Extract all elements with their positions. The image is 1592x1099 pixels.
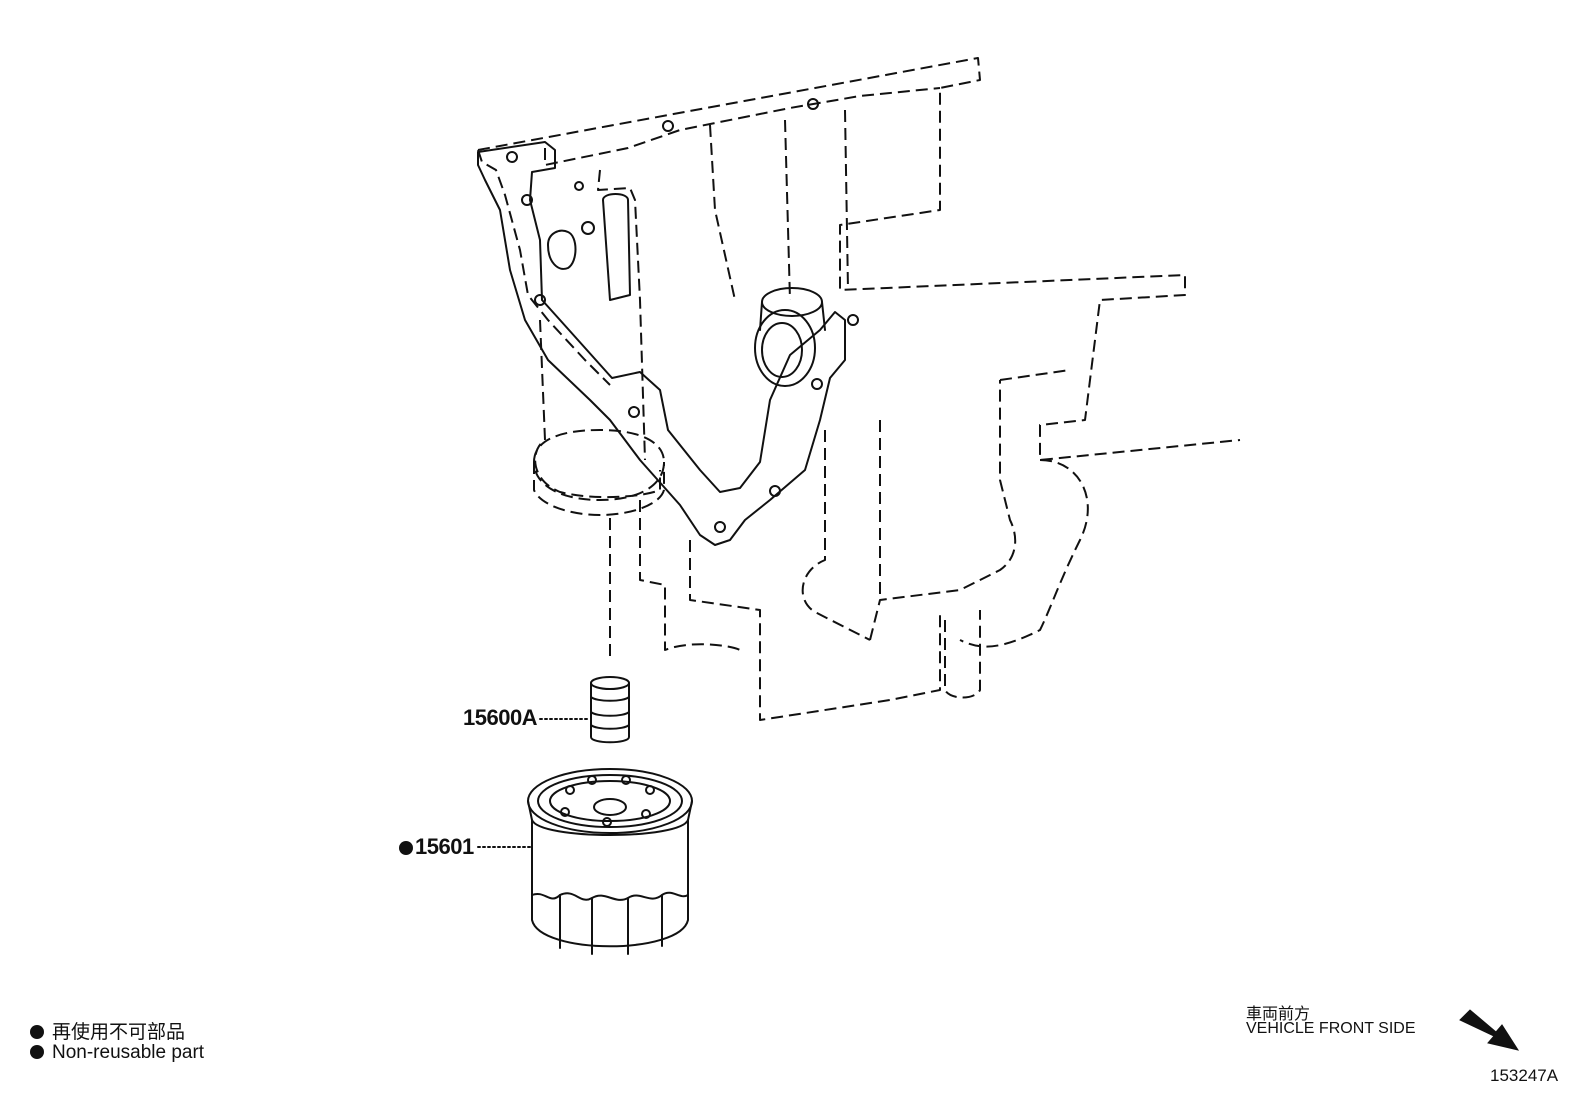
legend-line-en: Non-reusable part	[30, 1042, 204, 1064]
oil-filter-15601	[477, 768, 693, 955]
figure-code: 153247A	[1490, 1066, 1559, 1085]
filter-mount-flange	[533, 429, 665, 516]
legend-line-jp: 再使用不可部品	[30, 1017, 185, 1044]
legend-text-jp: 再使用不可部品	[52, 1022, 186, 1043]
callout-15600A: 15600A	[463, 705, 538, 730]
orientation-label-jp: 車両前方	[1246, 1006, 1311, 1023]
callout-15601: 15601	[415, 834, 474, 859]
orientation-label-en: VEHICLE FRONT SIDE	[1246, 1020, 1416, 1037]
callout-15601-group: 15601	[399, 834, 474, 860]
non-reusable-dot-icon	[399, 841, 413, 855]
engine-block-outline	[477, 57, 1241, 721]
arrow-down-right-icon	[1459, 1009, 1520, 1051]
legend-dot-icon	[30, 1025, 44, 1039]
union-fitting-15600A	[539, 518, 630, 744]
oil-pump-body	[477, 98, 859, 546]
legend-text-en: Non-reusable part	[52, 1042, 205, 1063]
legend-dot-icon	[30, 1045, 44, 1059]
